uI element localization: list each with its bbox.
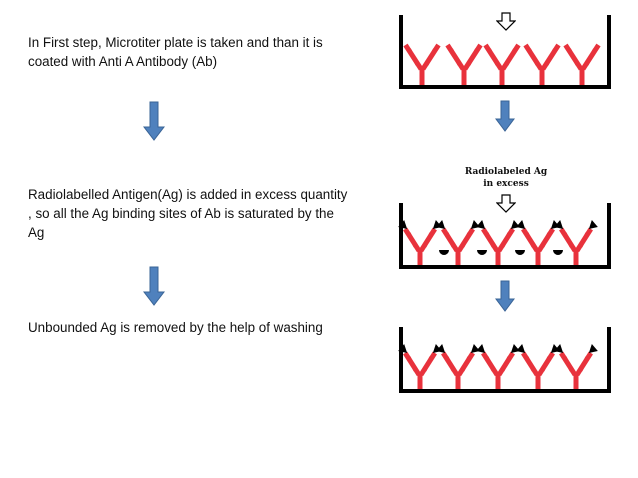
antigen-icon bbox=[588, 220, 598, 229]
step-3-text: Unbounded Ag is removed by the help of w… bbox=[28, 320, 323, 335]
antibody-icon bbox=[445, 43, 483, 85]
microtiter-well-3 bbox=[398, 327, 611, 393]
antibody-antigen-complex bbox=[398, 344, 442, 389]
antigen-icon bbox=[476, 220, 486, 229]
antigen-icon bbox=[398, 220, 408, 229]
microtiter-well-1 bbox=[399, 15, 611, 89]
microtiter-well-2 bbox=[398, 203, 611, 269]
antigen-icon bbox=[588, 344, 598, 353]
antibody-antigen-complex bbox=[516, 220, 560, 265]
antibody-antigen-complex bbox=[554, 344, 598, 389]
down-arrow-icon bbox=[495, 100, 515, 132]
antigen-icon bbox=[476, 344, 486, 353]
antigen-icon bbox=[436, 220, 446, 229]
antigen-icon bbox=[516, 220, 526, 229]
antigen-icon bbox=[554, 344, 564, 353]
antibody-antigen-complex bbox=[476, 220, 520, 265]
radiolabeled-ag-label: Radiolabeled Ag in excess bbox=[446, 166, 566, 190]
hollow-down-arrow-icon bbox=[496, 12, 516, 31]
down-arrow-icon bbox=[495, 280, 515, 312]
free-antigen-icon bbox=[553, 250, 563, 255]
down-arrow-icon bbox=[143, 101, 165, 141]
antibody-icon bbox=[403, 43, 441, 85]
antibody-antigen-complex bbox=[398, 220, 442, 265]
free-antigen-icon bbox=[515, 250, 525, 255]
hollow-down-arrow-icon bbox=[496, 194, 516, 213]
antibody-antigen-complex bbox=[476, 344, 520, 389]
antibody-antigen-complex bbox=[516, 344, 560, 389]
antibody-icon bbox=[483, 43, 521, 85]
antigen-icon bbox=[516, 344, 526, 353]
antibody-antigen-complex bbox=[554, 220, 598, 265]
antigen-icon bbox=[398, 344, 408, 353]
label-line-2: in excess bbox=[483, 179, 529, 189]
free-antigen-icon bbox=[477, 250, 487, 255]
down-arrow-icon bbox=[143, 266, 165, 306]
antibody-icon bbox=[523, 43, 561, 85]
antibody-icon bbox=[563, 43, 601, 85]
step-1-text: In First step, Microtiter plate is taken… bbox=[28, 35, 323, 69]
label-line-1: Radiolabeled Ag bbox=[464, 167, 548, 177]
antigen-icon bbox=[554, 220, 564, 229]
step-2-text: Radiolabelled Antigen(Ag) is added in ex… bbox=[28, 187, 348, 240]
antigen-icon bbox=[436, 344, 446, 353]
free-antigen-icon bbox=[439, 250, 449, 255]
antibody-antigen-complex bbox=[436, 220, 480, 265]
antibody-antigen-complex bbox=[436, 344, 480, 389]
